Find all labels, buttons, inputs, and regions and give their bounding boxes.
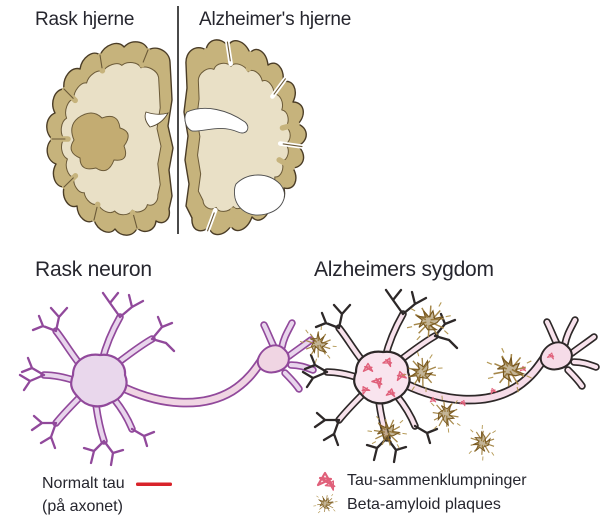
brain-right-hemisphere: [183, 38, 307, 236]
healthy-neuron-title: Rask neuron: [35, 258, 152, 281]
alzheimers-neuron-illustration: [297, 290, 596, 466]
normal-tau-note: (på axonet): [42, 498, 123, 515]
legend-normal-tau: Normalt tau (på axonet): [42, 472, 173, 518]
beta-amyloid-plaque-icon: [313, 492, 347, 516]
tau-tangle-icon: [313, 470, 347, 492]
enlarged-ventricle: [184, 107, 249, 134]
beta-amyloid-plaques-group: [297, 294, 543, 466]
left-ventricle: [144, 111, 169, 128]
atrophy-gap: [233, 174, 285, 216]
normal-tau-label: Normalt tau: [42, 475, 125, 492]
red-line-icon: [135, 482, 172, 486]
brain-illustration: [46, 6, 307, 236]
basal-ganglia: [70, 112, 129, 172]
beta-amyloid-label: Beta-amyloid plaques: [347, 495, 501, 513]
brain-left-hemisphere: [46, 41, 174, 236]
tau-clumps-label: Tau-sammenklumpninger: [347, 472, 527, 489]
legend-pathology: Tau-sammenklumpninger Beta-amyloid plaqu…: [313, 469, 527, 516]
healthy-neuron-illustration: [20, 293, 313, 465]
healthy-brain-label: Rask hjerne: [35, 9, 135, 30]
alzheimers-brain-label: Alzheimer's hjerne: [199, 9, 352, 30]
alzheimers-disease-title: Alzheimers sygdom: [314, 258, 494, 281]
